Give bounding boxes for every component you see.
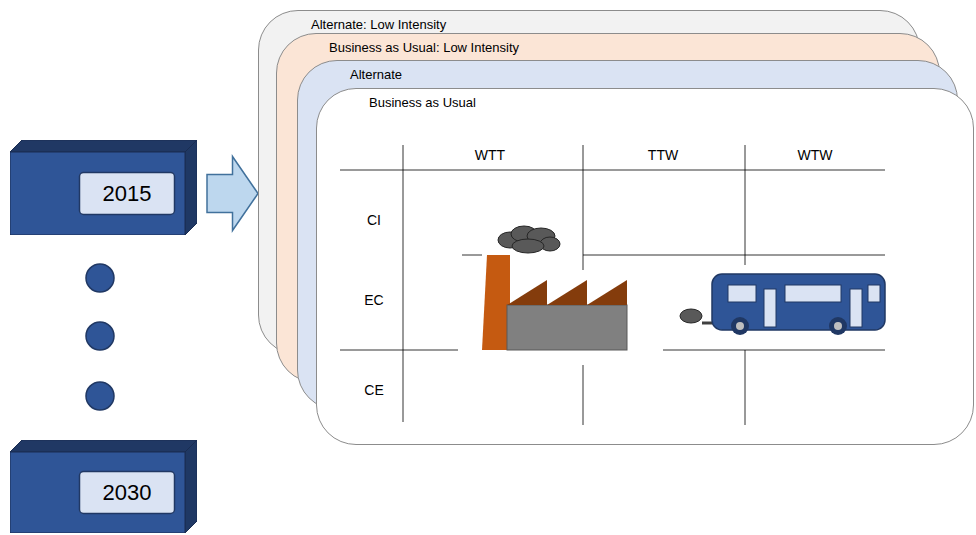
bus-icon: [680, 274, 885, 335]
ellipsis-dots: [86, 264, 114, 410]
table-grid: [340, 145, 885, 425]
card-title: Business as Usual: [369, 95, 476, 111]
block-arrow: [207, 157, 258, 231]
table-header: CE: [364, 382, 383, 398]
year-plate: [80, 173, 175, 215]
year-plate: [80, 472, 175, 514]
table-header: WTT: [475, 147, 505, 163]
year-label: 2030: [103, 480, 152, 506]
year-box: 2030: [10, 440, 197, 533]
year-label: 2015: [103, 181, 152, 207]
table-header: EC: [364, 292, 383, 308]
card-title: Business as Usual: Low Intensity: [329, 40, 519, 56]
year-box: 2015: [10, 140, 197, 235]
factory-icon: [482, 226, 627, 350]
table-header: TTW: [648, 147, 678, 163]
card-title: Alternate: [350, 67, 402, 83]
scenario-card: Business as Usual: [316, 88, 974, 445]
table-header: WTW: [798, 147, 833, 163]
table-header: CI: [367, 212, 381, 228]
card-title: Alternate: Low Intensity: [311, 17, 446, 33]
